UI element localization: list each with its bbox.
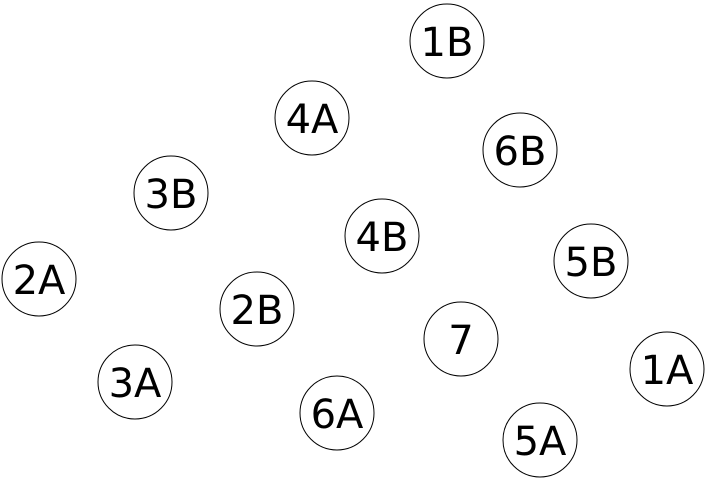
node-6a-label: 6A <box>311 392 364 438</box>
node-6a: 6A <box>299 375 375 451</box>
node-1b-label: 1B <box>421 20 474 66</box>
node-4b: 4B <box>344 198 420 274</box>
node-6a-circle <box>299 375 375 451</box>
node-7-label: 7 <box>448 318 473 364</box>
node-7: 7 <box>423 301 499 377</box>
node-2a: 2A <box>1 241 77 317</box>
node-3a-circle <box>97 344 173 420</box>
node-3b-circle <box>133 155 209 231</box>
node-4a-label: 4A <box>286 97 339 143</box>
node-2a-label: 2A <box>13 258 66 304</box>
node-5b: 5B <box>553 223 629 299</box>
node-2b-circle <box>219 271 295 347</box>
node-4b-label: 4B <box>356 215 409 261</box>
node-3b-label: 3B <box>145 172 198 218</box>
node-4a: 4A <box>274 80 350 156</box>
node-1a-circle <box>629 331 705 407</box>
node-3a: 3A <box>97 344 173 420</box>
node-2a-circle <box>1 241 77 317</box>
node-1b-circle <box>409 3 485 79</box>
node-7-circle <box>423 301 499 377</box>
node-3a-label: 3A <box>109 361 162 407</box>
node-4b-circle <box>344 198 420 274</box>
node-1a-label: 1A <box>641 348 694 394</box>
node-6b-label: 6B <box>494 129 547 175</box>
node-5b-label: 5B <box>565 240 618 286</box>
node-2b: 2B <box>219 271 295 347</box>
node-6b-circle <box>482 112 558 188</box>
node-5a-circle <box>502 402 578 478</box>
node-1a: 1A <box>629 331 705 407</box>
node-4a-circle <box>274 80 350 156</box>
node-2b-label: 2B <box>231 288 284 334</box>
node-6b: 6B <box>482 112 558 188</box>
node-3b: 3B <box>133 155 209 231</box>
node-5a: 5A <box>502 402 578 478</box>
node-5a-label: 5A <box>514 419 567 465</box>
node-1b: 1B <box>409 3 485 79</box>
node-5b-circle <box>553 223 629 299</box>
